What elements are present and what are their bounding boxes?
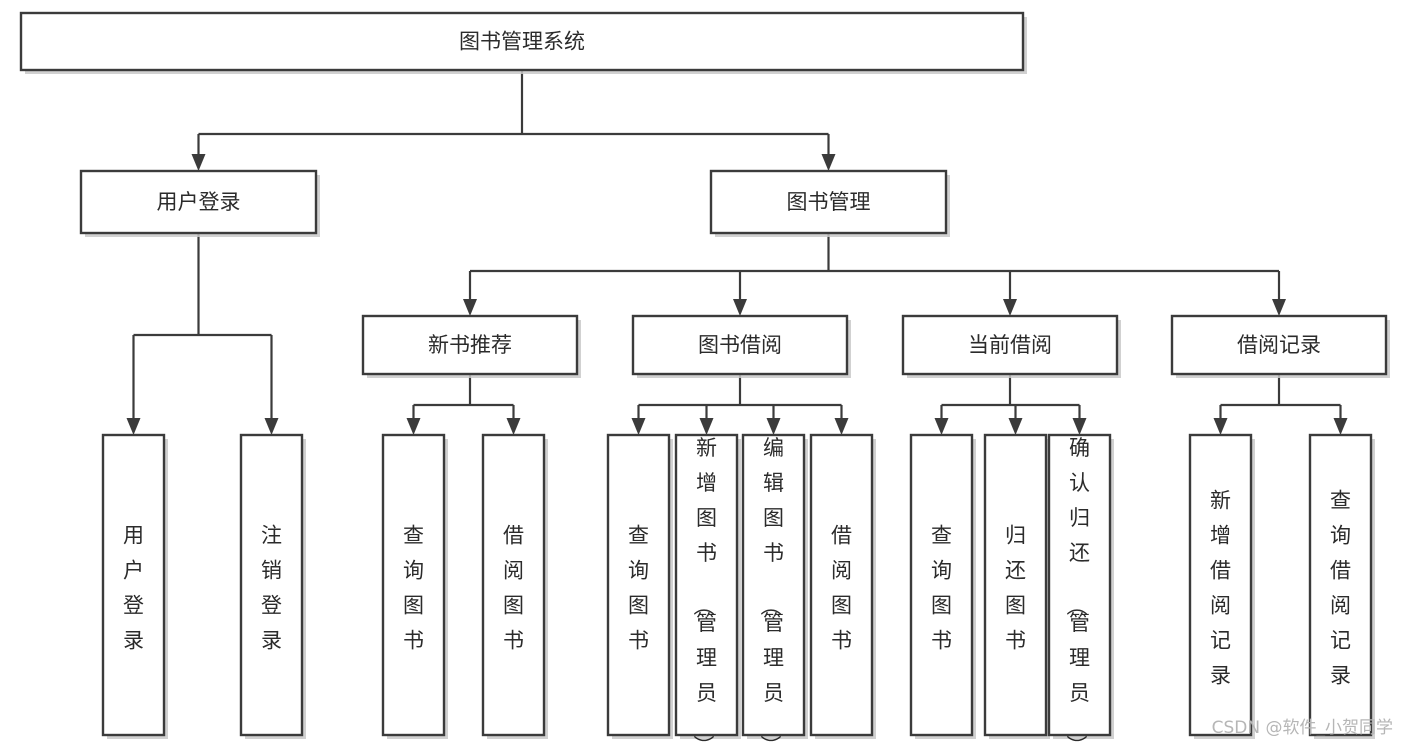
- node-leaf_add_record[interactable]: [1188, 433, 1253, 737]
- node-label-current_borrow: 当前借阅: [968, 333, 1052, 357]
- arrowhead-leaf_add_record: [1213, 418, 1228, 435]
- node-leaf_query_book_2[interactable]: [606, 433, 671, 737]
- node-leaf_add_book[interactable]: [674, 433, 739, 737]
- node-leaf_borrow_book_1[interactable]: [481, 433, 546, 737]
- arrowhead-leaf_borrow_book_1: [506, 418, 521, 435]
- arrowhead-leaf_query_record: [1333, 418, 1348, 435]
- node-label-vertical: 确认归还（管理员）: [1064, 436, 1090, 747]
- node-label-vertical: 编辑图书（管理员）: [758, 436, 784, 747]
- node-label-book_manage: 图书管理: [787, 190, 871, 214]
- node-label-vertical: 查询图书: [403, 523, 424, 652]
- node-label-new_book_rec: 新书推荐: [428, 333, 512, 357]
- node-user_login[interactable]: [79, 169, 318, 235]
- node-leaf_query_book_3[interactable]: [909, 433, 974, 737]
- node-current_borrow[interactable]: [901, 314, 1119, 376]
- node-leaf_logout[interactable]: [239, 433, 304, 737]
- node-label-vertical: 新增借阅记录: [1210, 488, 1231, 687]
- arrowhead-leaf_user_login: [126, 418, 141, 435]
- node-leaf_confirm_return[interactable]: [1047, 433, 1112, 737]
- node-label-vertical: 查询图书: [628, 523, 649, 652]
- arrowhead-book_manage: [821, 154, 836, 171]
- node-leaf_user_login[interactable]: [101, 433, 166, 737]
- arrowhead-user_login: [191, 154, 206, 171]
- node-leaf_query_book_1[interactable]: [381, 433, 446, 737]
- arrowhead-leaf_return_book: [1008, 418, 1023, 435]
- node-label-vertical: 借阅图书: [503, 523, 524, 652]
- node-label-borrow_record: 借阅记录: [1237, 333, 1321, 357]
- node-label-vertical: 归还图书: [1005, 523, 1026, 652]
- connector-layer: [126, 70, 1348, 435]
- node-book_manage[interactable]: [709, 169, 948, 235]
- node-label-root: 图书管理系统: [459, 30, 585, 54]
- node-root[interactable]: [19, 11, 1025, 72]
- arrowhead-leaf_borrow_book_2: [834, 418, 849, 435]
- node-label-vertical: 新增图书（管理员）: [691, 436, 717, 747]
- arrowhead-book_borrow: [733, 299, 747, 316]
- node-book_borrow[interactable]: [631, 314, 849, 376]
- arrowhead-leaf_query_book_2: [631, 418, 646, 435]
- node-label-book_borrow: 图书借阅: [698, 333, 782, 357]
- arrowhead-leaf_logout: [264, 418, 279, 435]
- node-borrow_record[interactable]: [1170, 314, 1388, 376]
- node-leaf_return_book[interactable]: [983, 433, 1048, 737]
- node-label-vertical: 查询借阅记录: [1330, 488, 1351, 687]
- arrowhead-current_borrow: [1003, 299, 1017, 316]
- arrowhead-leaf_add_book: [699, 418, 714, 435]
- node-label-user_login: 用户登录: [157, 190, 241, 214]
- node-label-vertical: 借阅图书: [831, 523, 852, 652]
- node-label-vertical: 查询图书: [931, 523, 952, 652]
- csdn-watermark: CSDN @软件_小贺同学: [1212, 718, 1393, 738]
- node-label-layer: 图书管理系统用户登录图书管理新书推荐图书借阅当前借阅借阅记录用户登录注销登录查询…: [123, 30, 1351, 747]
- arrowhead-leaf_edit_book: [766, 418, 781, 435]
- arrowhead-leaf_query_book_1: [406, 418, 421, 435]
- arrowhead-borrow_record: [1272, 299, 1286, 316]
- node-new_book_rec[interactable]: [361, 314, 579, 376]
- arrowhead-new_book_rec: [463, 299, 477, 316]
- node-leaf_borrow_book_2[interactable]: [809, 433, 874, 737]
- node-label-vertical: 用户登录: [123, 523, 144, 652]
- arrowhead-leaf_confirm_return: [1072, 418, 1087, 435]
- node-label-vertical: 注销登录: [261, 523, 282, 652]
- node-leaf_edit_book[interactable]: [741, 433, 806, 737]
- node-box-layer: [19, 11, 1388, 737]
- node-leaf_query_record[interactable]: [1308, 433, 1373, 737]
- arrowhead-leaf_query_book_3: [934, 418, 949, 435]
